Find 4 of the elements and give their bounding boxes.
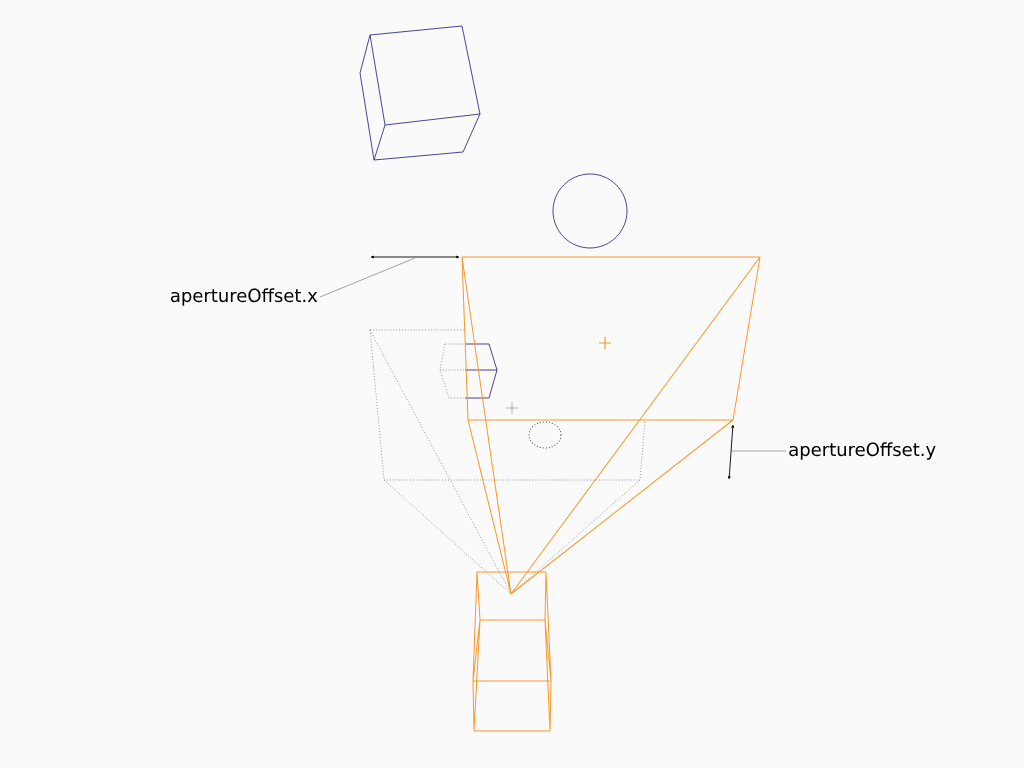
leader-line: [731, 450, 787, 452]
leader-line: [319, 257, 416, 298]
label-text: apertureOffset.y: [789, 442, 936, 460]
label-text: apertureOffset.x: [170, 288, 318, 306]
